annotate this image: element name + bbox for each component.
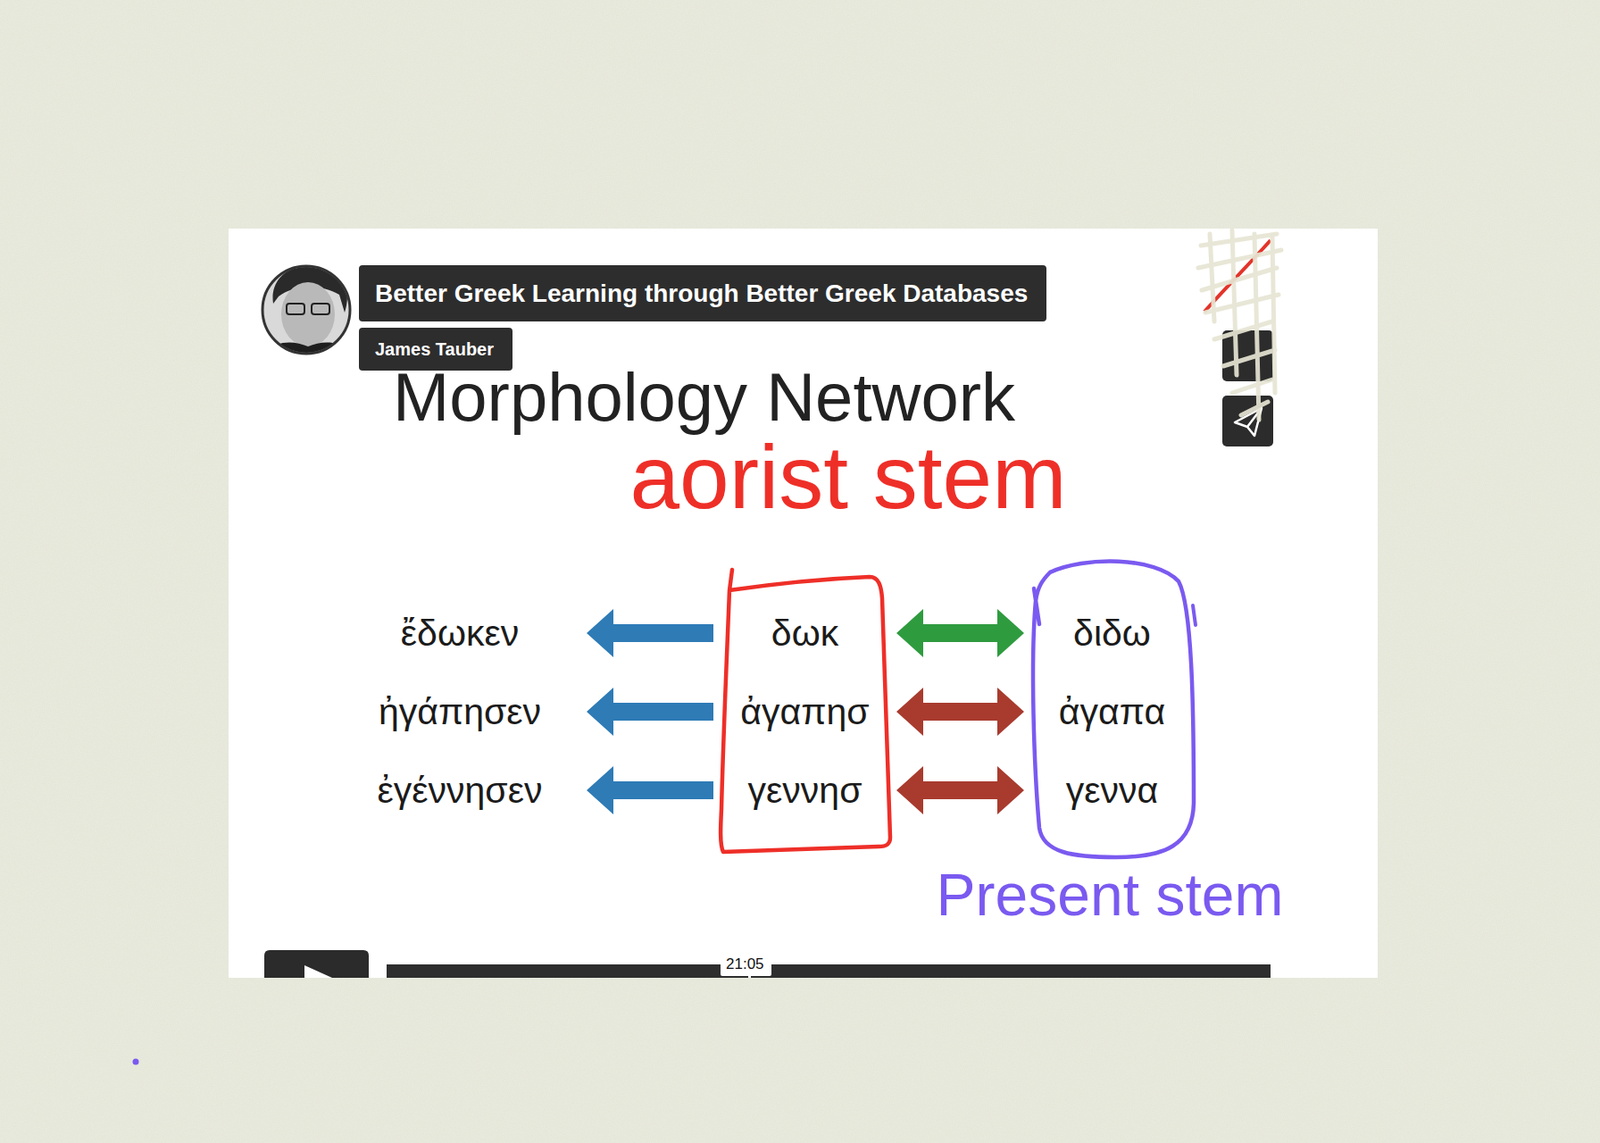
greek-word: διδω bbox=[1073, 615, 1151, 652]
icon-box bbox=[1222, 330, 1274, 382]
block-arrow bbox=[586, 687, 714, 736]
outline-stroke bbox=[720, 569, 891, 852]
avatar-glasses bbox=[311, 303, 330, 315]
greek-word: ἀγαπησ bbox=[740, 693, 869, 731]
play-button bbox=[264, 950, 369, 978]
block-arrow bbox=[896, 766, 1025, 815]
pen-dot bbox=[133, 1058, 140, 1066]
share-icons bbox=[1198, 230, 1282, 447]
caption-text: James Tauber bbox=[375, 340, 494, 359]
caption-text: Better Greek Learning through Better Gre… bbox=[375, 281, 1028, 307]
time-text: 21:05 bbox=[725, 956, 765, 972]
play-triangle bbox=[304, 965, 333, 978]
word-form: διδω bbox=[1030, 606, 1194, 660]
word-form: ἠγάπησεν bbox=[339, 684, 581, 739]
block-arrow bbox=[896, 687, 1025, 736]
player-controls bbox=[264, 950, 1271, 978]
word-form: γεννα bbox=[1030, 763, 1194, 817]
progress-bar bbox=[386, 964, 1271, 978]
avatar-face bbox=[262, 264, 352, 354]
word-form: δωκ bbox=[719, 606, 891, 660]
avatar-skin bbox=[281, 282, 335, 347]
greek-word: ἐγέννησεν bbox=[377, 772, 543, 809]
word-form: ἀγαπησ bbox=[719, 684, 891, 739]
block-arrow bbox=[896, 608, 1025, 658]
word-form: ἔδωκεν bbox=[339, 606, 581, 660]
slide-title: Morphology Network bbox=[392, 363, 1016, 432]
avatar bbox=[262, 264, 352, 354]
greek-word: ἔδωκεν bbox=[400, 615, 519, 652]
word-form: ἐγέννησεν bbox=[339, 763, 581, 817]
block-arrow bbox=[586, 766, 714, 815]
greek-word: ἀγαπα bbox=[1058, 693, 1166, 731]
pen-tick bbox=[1192, 605, 1196, 625]
caption-box: Better Greek Learning through Better Gre… bbox=[358, 265, 1047, 322]
stem-group-box: Present stemδιδωἀγαπαγεννα bbox=[1030, 561, 1194, 858]
avatar-ring bbox=[262, 266, 350, 354]
handwritten-label: Present stem bbox=[936, 865, 1284, 925]
avatar-glasses bbox=[286, 303, 305, 315]
word-form: ἀγαπα bbox=[1030, 684, 1194, 739]
greek-word: δωκ bbox=[771, 615, 839, 652]
handwritten-label: aorist stem bbox=[630, 432, 1067, 522]
block-arrow bbox=[586, 608, 714, 658]
time-tooltip: 21:05 bbox=[720, 950, 772, 976]
outline-stroke bbox=[1033, 561, 1194, 858]
greek-word: ἠγάπησεν bbox=[378, 693, 542, 731]
greek-word: γεννησ bbox=[748, 772, 863, 809]
stem-group-box: aorist stemδωκἀγαπησγεννησ bbox=[719, 576, 891, 852]
greek-word: γεννα bbox=[1066, 772, 1159, 809]
video-frame bbox=[228, 228, 1378, 978]
word-form: γεννησ bbox=[719, 763, 891, 817]
scribble bbox=[1198, 230, 1282, 420]
